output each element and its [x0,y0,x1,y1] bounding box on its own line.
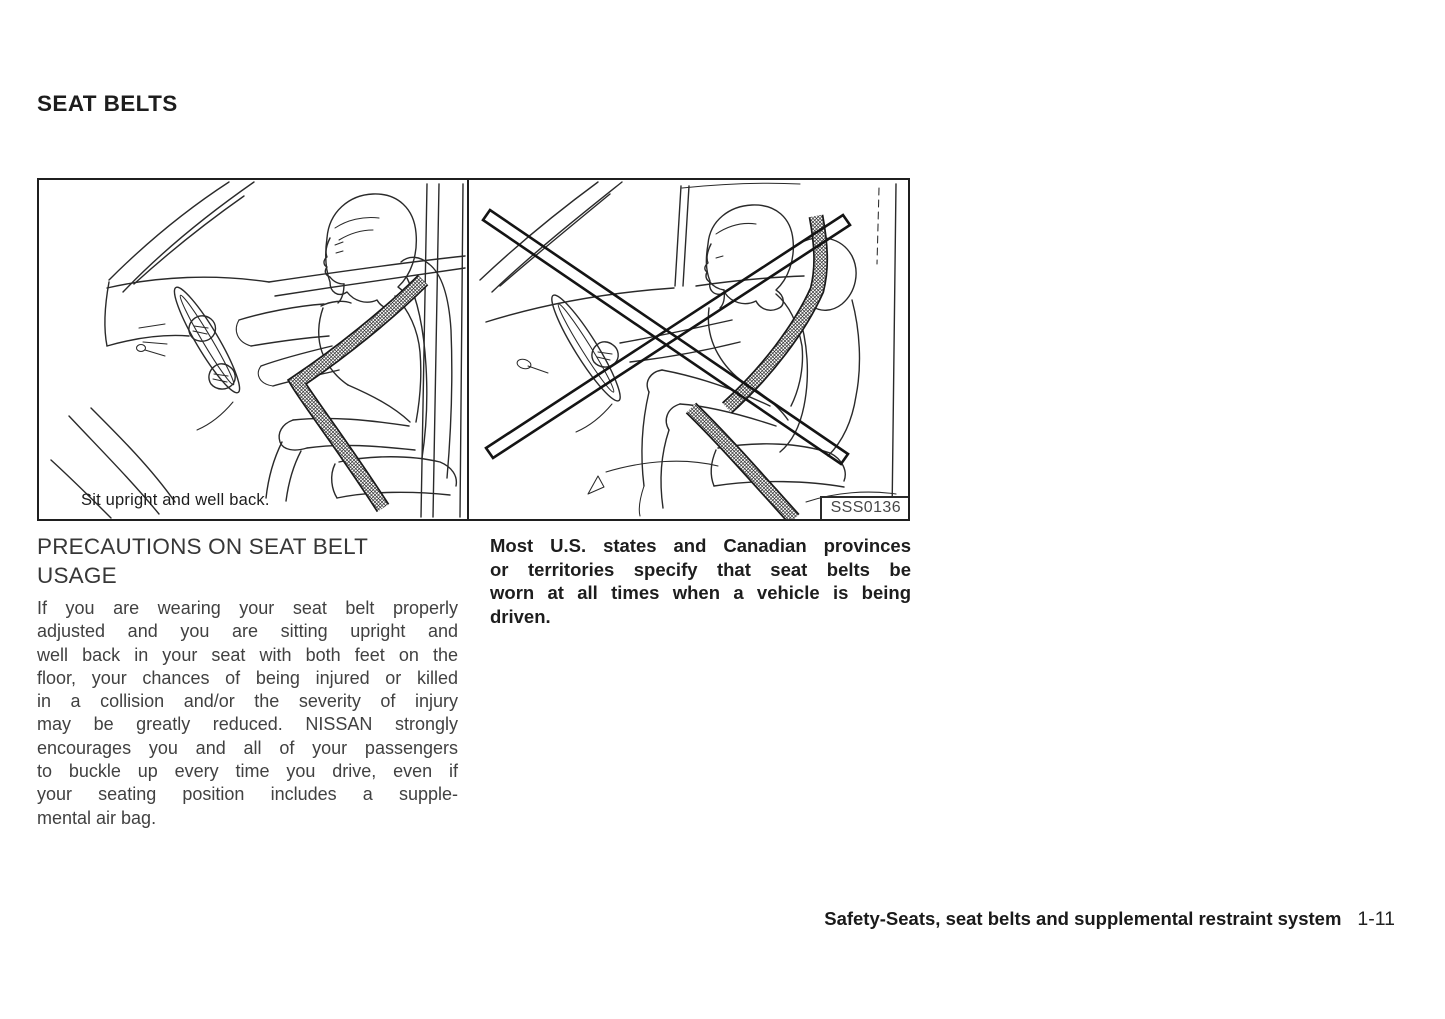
page-title: SEAT BELTS [37,91,178,116]
figure-id-label: SSS0136 [819,496,908,519]
improper-posture-panel: SSS0136 [469,180,908,519]
steering-wheel [551,294,621,402]
footer-page-number: 1-11 [1357,908,1395,930]
proper-posture-illustration [50,181,466,519]
figure-box: Sit upright and well back. [37,178,910,521]
seat-belt-band [286,274,429,513]
proper-posture-panel: Sit upright and well back. [39,180,467,519]
page-footer: Safety-Seats, seat belts and supplementa… [824,908,1395,931]
precautions-body: If you are wearing your seat belt proper… [37,598,458,828]
improper-posture-illustration [479,181,897,519]
footer-chapter-title: Safety-Seats, seat belts and supplementa… [824,908,1342,929]
panel-divider [467,180,469,519]
slack-seat-belt-band [685,214,829,519]
figure-caption: Sit upright and well back. [81,491,270,509]
x-cross-mark [481,208,852,466]
